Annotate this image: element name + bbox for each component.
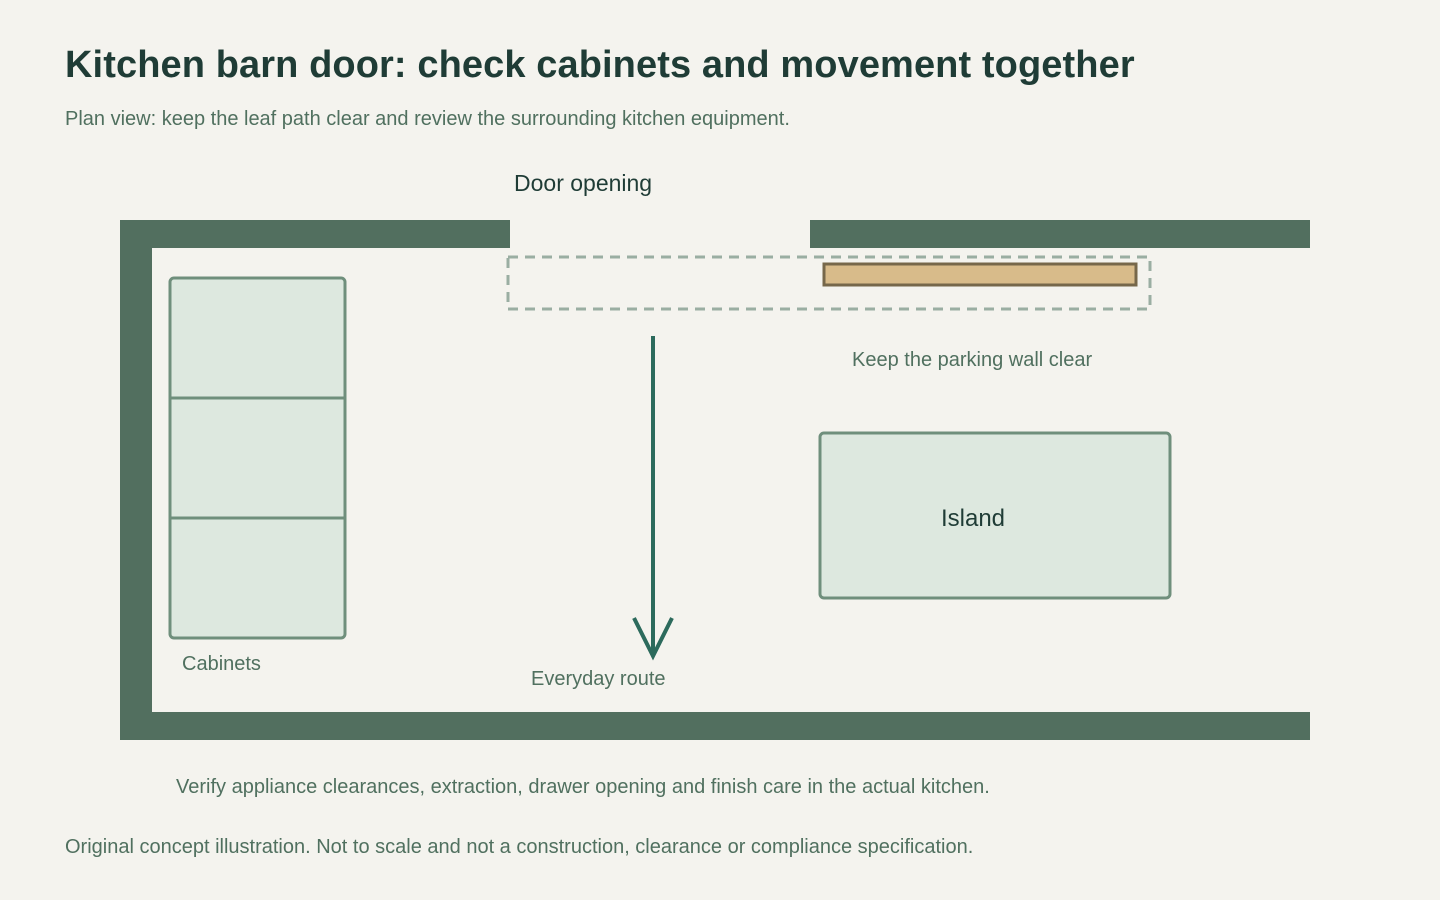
verify-note: Verify appliance clearances, extraction,… xyxy=(176,776,990,798)
cabinets xyxy=(168,276,347,640)
island-label: Island xyxy=(941,505,1005,532)
route-label: Everyday route xyxy=(531,668,666,690)
parking-wall-label: Keep the parking wall clear xyxy=(852,349,1092,371)
wall-top-left xyxy=(120,220,510,248)
wall-left xyxy=(120,220,152,740)
route-arrow xyxy=(632,336,674,661)
concept-disclaimer: Original concept illustration. Not to sc… xyxy=(65,836,974,858)
walls xyxy=(120,220,1310,740)
cabinets-label: Cabinets xyxy=(182,653,261,675)
door-track-path xyxy=(506,255,1152,311)
door-leaf xyxy=(822,262,1138,287)
island xyxy=(818,431,1172,600)
cabinet-block xyxy=(168,276,347,640)
page-subtitle: Plan view: keep the leaf path clear and … xyxy=(65,108,790,130)
wall-top-right xyxy=(810,220,1310,248)
wall-bottom xyxy=(120,712,1310,740)
door-opening-label: Door opening xyxy=(514,170,652,196)
page-title: Kitchen barn door: check cabinets and mo… xyxy=(65,44,1135,86)
